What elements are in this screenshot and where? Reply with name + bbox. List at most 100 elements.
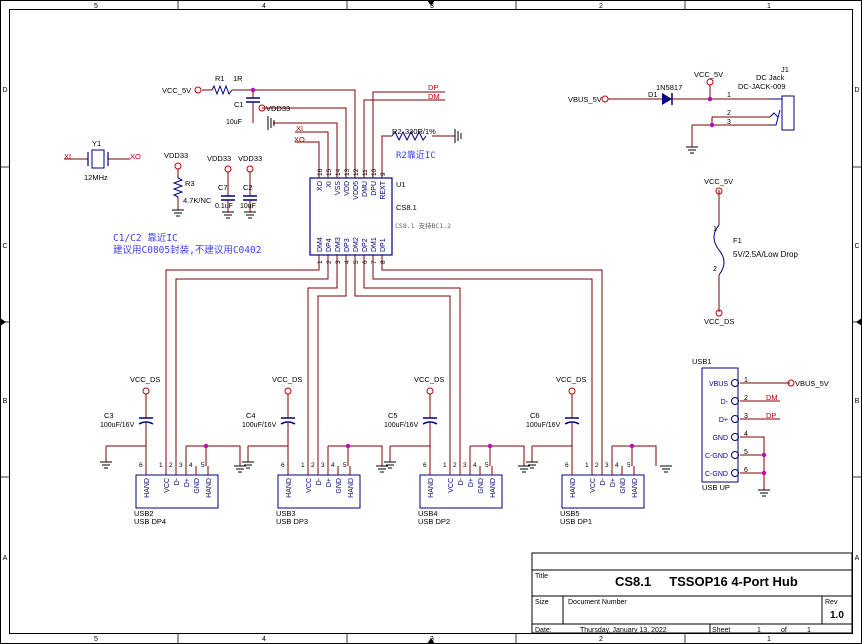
connector-pin-name: HAND xyxy=(286,478,293,498)
r3-resistor: VDD33 R3 4.7K/NC xyxy=(164,151,212,217)
ic-pin-number: 13 xyxy=(344,168,351,176)
ic-name: CS8.1 xyxy=(396,203,417,212)
ic-pin-number: 7 xyxy=(371,260,378,264)
connector-pin-name: GND xyxy=(194,478,201,494)
connector-pin-marker xyxy=(731,397,739,405)
part-ref: J1 xyxy=(781,65,789,74)
ic-pin-number: 4 xyxy=(344,260,351,264)
resistor-zigzag xyxy=(211,84,233,96)
connector-pin-name: C-GND xyxy=(705,471,728,478)
power-symbol-circle xyxy=(224,165,232,173)
ic-pin-name: DPU xyxy=(371,181,378,196)
power-net-label: VCC_DS xyxy=(272,375,302,384)
wires xyxy=(64,85,790,490)
connector-pin-number: 3 xyxy=(605,462,609,469)
zone-col-label: 2 xyxy=(599,3,603,10)
ground-symbol xyxy=(234,465,246,473)
zone-col-label: 2 xyxy=(599,636,603,643)
rev-value: 1.0 xyxy=(830,610,844,621)
ground-symbol xyxy=(526,461,538,469)
part-value: 12MHz xyxy=(84,173,108,182)
ic-body xyxy=(309,177,393,256)
part-ref: USB5 xyxy=(560,509,580,518)
ic-pin-number: 3 xyxy=(335,260,342,264)
power-symbol-circle xyxy=(284,387,292,395)
power-symbol-circle xyxy=(174,162,182,170)
power-symbol-circle xyxy=(706,78,714,86)
connector-pin-name: HAND xyxy=(428,478,435,498)
part-ref: C6 xyxy=(530,411,540,420)
ic-pin-name: DM1 xyxy=(371,237,378,252)
part-ref: C7 xyxy=(218,183,228,192)
part-value: 10uF xyxy=(240,203,256,210)
power-symbol-circle xyxy=(601,95,609,103)
of-label: of xyxy=(781,627,787,634)
r2-placement-note: R2靠近IC xyxy=(396,149,436,161)
ic-pin-name: DM3 xyxy=(335,237,342,252)
sheet-title: CS8.1 TSSOP16 4-Port Hub xyxy=(615,574,798,589)
zone-row-label: D xyxy=(854,87,859,94)
part-value: 100uF/16V xyxy=(242,422,277,429)
ground-symbol xyxy=(454,129,462,143)
u1-ic: XO16XI15VSS14VDD13VDD512DMU11DPU10REXT9 … xyxy=(309,168,451,264)
connector-pin-number: 1 xyxy=(585,462,589,469)
downstream-ports: VCC_DSC3100uF/16V6HAND1VCC2D-3D+4GND5HAN… xyxy=(100,375,672,526)
part-value: USB DP1 xyxy=(560,517,592,526)
zone-row-label: D xyxy=(2,87,7,94)
rev-label: Rev xyxy=(825,599,838,606)
connector-pin-name: VCC xyxy=(448,478,455,493)
connector-pin-number: 4 xyxy=(615,462,619,469)
ic-pin-number: 12 xyxy=(353,168,360,176)
part-model: DC-JACK-009 xyxy=(738,82,786,91)
connector-pin-name: GND xyxy=(712,435,728,442)
power-net-label: VBUS_5V xyxy=(795,379,829,388)
power-net-label: VDD33 xyxy=(266,104,290,113)
title-block: Title CS8.1 TSSOP16 4-Port Hub Size Docu… xyxy=(531,552,853,634)
fuse-symbol xyxy=(713,224,725,276)
connector-pin-name: VBUS xyxy=(709,381,728,388)
d1-diode: VBUS_5V D1 1N5817 xyxy=(568,83,690,105)
connector-body xyxy=(135,474,219,509)
connector-pin-marker xyxy=(731,379,739,387)
power-net-label: VDD33 xyxy=(164,151,188,160)
connector-pin-number: 1 xyxy=(159,462,163,469)
connector-pin-number: 2 xyxy=(744,395,748,402)
net-label-xo: XO xyxy=(130,152,141,161)
pin-number: 3 xyxy=(727,119,731,126)
connector-pin-name: HAND xyxy=(144,478,151,498)
part-ref: C2 xyxy=(243,183,253,192)
ic-pin-number: 1 xyxy=(317,260,324,264)
junction-dot xyxy=(629,443,635,449)
ic-pin-name: DP2 xyxy=(362,238,369,252)
part-value: USB DP3 xyxy=(276,517,308,526)
power-symbol-circle xyxy=(194,86,202,94)
connector-body xyxy=(277,474,361,509)
j1-dc-jack: VCC_5V J1 DC Jack DC-JACK-009 1 2 3 xyxy=(686,65,795,154)
zone-row-label: A xyxy=(3,555,8,562)
junction-dot xyxy=(487,443,493,449)
connector-pin-number: 3 xyxy=(179,462,183,469)
connector-pin-name: D+ xyxy=(326,478,333,487)
part-ref: USB3 xyxy=(276,509,296,518)
power-net-label: VCC_5V xyxy=(162,86,191,95)
ic-pin-number: 8 xyxy=(380,260,387,264)
connector-pin-number: 2 xyxy=(595,462,599,469)
connector-pin-name: D+ xyxy=(719,417,728,424)
connector-pin-number: 1 xyxy=(443,462,447,469)
part-value: 4.7K/NC xyxy=(183,196,212,205)
connector-pin-name: D- xyxy=(600,477,607,485)
part-value: 100uF/16V xyxy=(526,422,561,429)
ic-pin-name: XO xyxy=(317,180,324,191)
diode-triangle xyxy=(662,93,672,105)
zone-row-label: C xyxy=(854,243,859,250)
junction-dots xyxy=(203,87,767,476)
connector-pin-number: 2 xyxy=(453,462,457,469)
junction-dot xyxy=(707,96,713,102)
part-value: 0.1uF xyxy=(215,203,233,210)
part-ref: USB1 xyxy=(692,357,712,366)
part-ref: Y1 xyxy=(92,139,101,148)
